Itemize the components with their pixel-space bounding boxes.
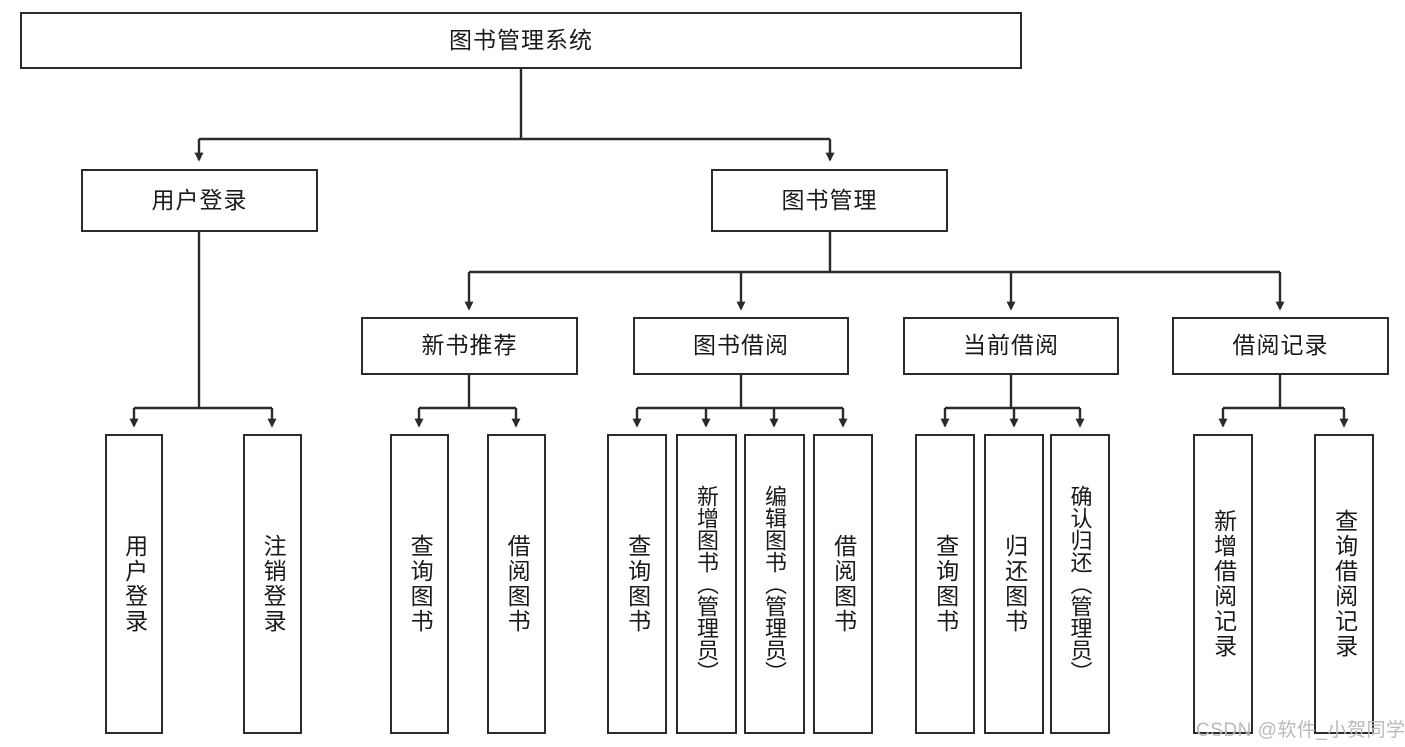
node-leaf-borrow-book-1-label: 借阅图书 [504,534,531,634]
node-leaf-borrow-book-2[interactable]: 借阅图书 [813,434,873,734]
node-leaf-edit-book[interactable]: 编辑图书（管理员） [744,434,805,734]
node-leaf-query-book-2[interactable]: 查询图书 [607,434,667,734]
node-root[interactable]: 图书管理系统 [20,12,1022,69]
node-leaf-add-record-label: 新增借阅记录 [1210,509,1237,659]
node-new-book-recommend[interactable]: 新书推荐 [361,317,578,375]
node-leaf-borrow-book-2-label: 借阅图书 [830,534,857,634]
node-leaf-confirm-return[interactable]: 确认归还（管理员） [1050,434,1110,734]
node-leaf-query-book-3[interactable]: 查询图书 [915,434,975,734]
node-leaf-query-record[interactable]: 查询借阅记录 [1314,434,1374,734]
node-book-manage[interactable]: 图书管理 [711,169,948,232]
node-leaf-user-login-label: 用户登录 [121,534,148,634]
node-leaf-query-book-2-label: 查询图书 [624,534,651,634]
csdn-watermark: CSDN @软件_小贺同学 [1196,720,1405,741]
node-book-borrow-label: 图书借阅 [693,332,789,359]
node-leaf-return-book[interactable]: 归还图书 [984,434,1044,734]
node-leaf-user-login[interactable]: 用户登录 [105,434,163,734]
node-new-book-recommend-label: 新书推荐 [421,332,518,359]
node-borrow-record[interactable]: 借阅记录 [1172,317,1389,375]
node-book-manage-label: 图书管理 [781,186,878,213]
node-leaf-query-book-1[interactable]: 查询图书 [390,434,449,734]
node-leaf-add-book[interactable]: 新增图书（管理员） [676,434,737,734]
node-leaf-user-logout[interactable]: 注销登录 [243,434,302,734]
node-leaf-return-book-label: 归还图书 [1001,534,1028,634]
node-book-borrow[interactable]: 图书借阅 [633,317,849,375]
node-root-label: 图书管理系统 [449,26,593,53]
node-leaf-add-record[interactable]: 新增借阅记录 [1193,434,1253,734]
node-leaf-user-logout-label: 注销登录 [260,534,287,634]
node-borrow-record-label: 借阅记录 [1232,332,1329,359]
node-user-login-label: 用户登录 [151,186,248,213]
node-leaf-borrow-book-1[interactable]: 借阅图书 [487,434,546,734]
node-current-borrow-label: 当前借阅 [963,332,1059,359]
node-leaf-edit-book-label: 编辑图书（管理员） [762,485,788,683]
node-leaf-query-book-3-label: 查询图书 [932,534,959,634]
node-leaf-confirm-return-label: 确认归还（管理员） [1067,485,1093,683]
node-leaf-query-record-label: 查询借阅记录 [1331,509,1358,659]
node-current-borrow[interactable]: 当前借阅 [903,317,1119,375]
node-user-login[interactable]: 用户登录 [81,169,318,232]
node-leaf-add-book-label: 新增图书（管理员） [694,485,720,683]
node-leaf-query-book-1-label: 查询图书 [407,534,434,634]
